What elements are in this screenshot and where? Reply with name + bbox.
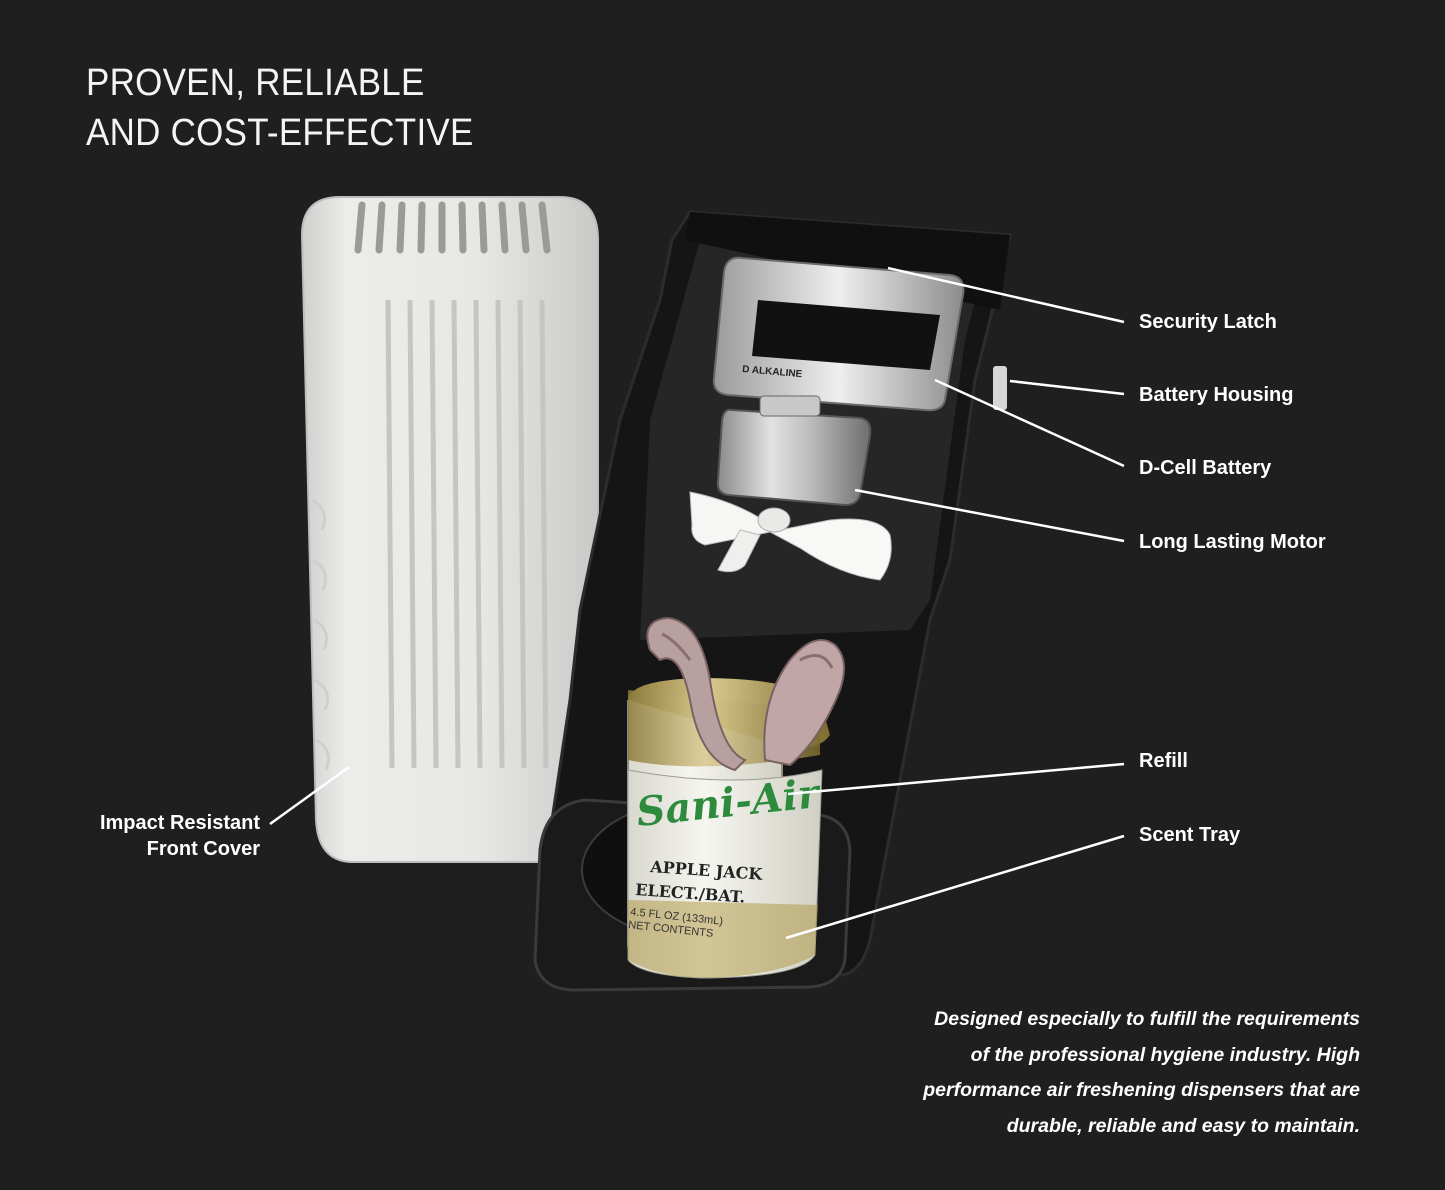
tagline-line-3: performance air freshening dispensers th…: [923, 1079, 1360, 1101]
d-cell-battery: D ALKALINE: [712, 256, 965, 412]
leader-d-cell-battery: [934, 378, 1125, 468]
label-scent-tray: Scent Tray: [1139, 824, 1241, 846]
label-battery-housing: Battery Housing: [1139, 384, 1294, 406]
label-security-latch: Security Latch: [1139, 311, 1277, 333]
label-d-cell-battery: D-Cell Battery: [1139, 457, 1272, 479]
label-front-cover-line-1: Impact Resistant: [99, 812, 260, 834]
leader-security-latch: [887, 266, 1125, 324]
headline: PROVEN, RELIABLE AND COST-EFFECTIVE: [86, 58, 474, 158]
tagline: Designed especially to fulfill the requi…: [800, 1002, 1360, 1144]
leader-long-lasting-motor: [854, 488, 1125, 543]
tagline-line-2: of the professional hygiene industry. Hi…: [970, 1043, 1360, 1066]
refill-can: Sani-Air APPLE JACK ELECT./BAT. 4.5 FL O…: [627, 678, 830, 979]
battery-brand-text: D ALKALINE: [742, 364, 803, 380]
headline-line-1: PROVEN, RELIABLE: [86, 62, 425, 104]
tagline-line-4: durable, reliable and easy to maintain.: [1006, 1114, 1360, 1137]
label-refill: Refill: [1139, 750, 1188, 772]
leader-scent-tray: [785, 834, 1125, 940]
motor: [716, 395, 872, 507]
cover-front-ribs: [385, 299, 549, 769]
fragrance-wicks: [646, 616, 845, 772]
front-cover: [300, 196, 599, 863]
leader-battery-housing: [1009, 379, 1125, 396]
cover-side-grooves: [311, 498, 330, 771]
leader-refill: [787, 762, 1125, 796]
label-long-lasting-motor: Long Lasting Motor: [1139, 531, 1326, 553]
tagline-line-1: Designed especially to fulfill the requi…: [934, 1008, 1360, 1030]
callout-leader-lines: [269, 266, 1125, 940]
label-front-cover-line-2: Front Cover: [146, 838, 260, 860]
housing-side-clip: [993, 366, 1007, 410]
fan-blade: [689, 491, 892, 581]
cover-top-vents: [354, 201, 551, 254]
headline-line-2: AND COST-EFFECTIVE: [86, 112, 474, 154]
label-front-cover: Impact Resistant Front Cover: [100, 810, 260, 862]
leader-front-cover: [269, 765, 350, 826]
